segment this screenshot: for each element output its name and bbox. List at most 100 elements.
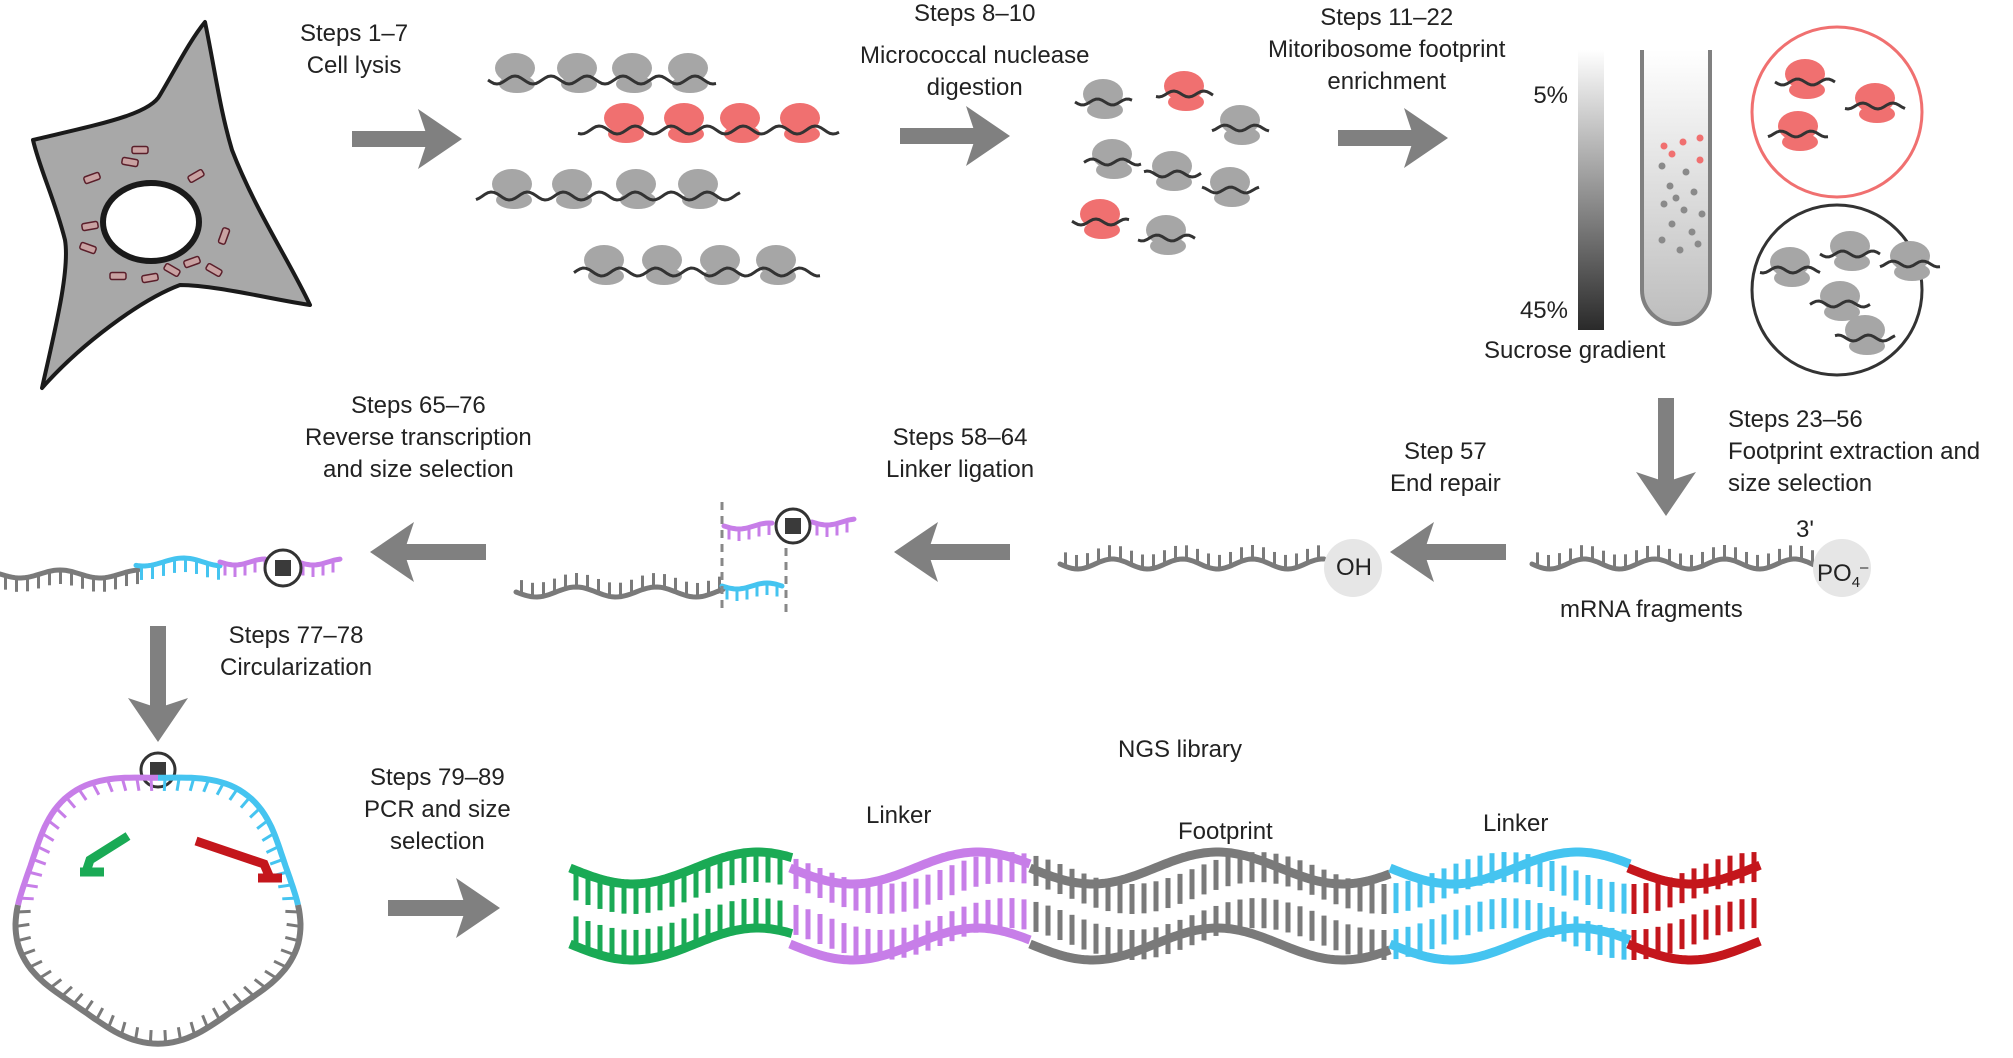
ribosome-large-subunit [720, 103, 760, 133]
cdna-purple-a [217, 556, 268, 568]
footprint-mrna [1767, 129, 1829, 139]
circle-base [21, 948, 36, 957]
circularized-cdna [12, 774, 304, 1047]
library-segment [568, 847, 794, 965]
footprint-mrna [1211, 123, 1270, 133]
monosome [1137, 215, 1196, 255]
mitoribosome-particle [1679, 138, 1687, 146]
circle-base [269, 857, 284, 866]
step-range: Steps 77–78 [228, 622, 364, 649]
circle-base [256, 819, 269, 830]
arrow-to-ligation [894, 522, 1010, 582]
mrna [487, 74, 717, 86]
ribosome-large-subunit [495, 53, 535, 83]
cytoribosome [1820, 281, 1860, 321]
phosphate-text: PO [1817, 560, 1852, 587]
monosome [1074, 79, 1133, 119]
blue-linker-strand [719, 580, 785, 592]
library-bottom-strand [568, 923, 794, 965]
arrow-head [966, 106, 1010, 166]
arrow-shaft [388, 900, 466, 916]
arrow-to-end-repair [1390, 522, 1506, 582]
step-range: Steps 11–22 [1320, 4, 1454, 31]
circle-base [273, 959, 288, 969]
mitoribosome-particle [1696, 156, 1704, 164]
monosome [1143, 151, 1202, 191]
mitochondrion [187, 168, 205, 184]
circle-base [285, 909, 300, 914]
library-title: NGS library [1118, 736, 1243, 763]
arrow-to-monosomes [900, 106, 1010, 166]
step-label-pcr: Steps 79–89 PCR and size selection [364, 762, 511, 858]
rna-strands [0, 516, 1817, 601]
arrow-to-polysomes [352, 109, 462, 169]
phosphate-label: PO4– [1817, 552, 1868, 599]
arrow-head [128, 698, 188, 742]
gradient-top-label: 5% [1533, 82, 1568, 109]
cytoribosome-particle [1668, 220, 1676, 228]
footprint-mrna [1143, 169, 1202, 179]
footprint-mrna [1879, 259, 1941, 269]
library-label-linker-3: Linker [1483, 810, 1549, 837]
mitochondrion [79, 241, 97, 255]
blocked-end-marker-rt [263, 548, 303, 588]
cytoribosome-particle [1658, 162, 1666, 170]
polysome [573, 245, 821, 285]
polysome [487, 53, 717, 93]
library-segment [1028, 847, 1392, 965]
circle-base [278, 883, 293, 889]
arrow-head [1404, 108, 1448, 168]
mitochondrion [121, 156, 139, 168]
step-label-lysis: Steps 1–7 Cell lysis [300, 18, 408, 82]
footprint-mrna [1834, 333, 1896, 343]
circle-base [232, 992, 244, 1006]
circle-base [249, 807, 262, 819]
footprint-strand [513, 584, 726, 600]
ribosome-large-subunit [1092, 139, 1132, 169]
circle-base [265, 845, 280, 854]
gradient-scale-bar [1578, 50, 1604, 330]
library-segment [788, 847, 1032, 965]
ribosome-large-subunit [1830, 231, 1870, 261]
arrow-to-fragments [1636, 398, 1696, 516]
cytoribosome-particle [1690, 188, 1698, 196]
step-description: Mitoribosome footprint [1268, 36, 1506, 63]
polysome [577, 103, 840, 143]
arrow-head [894, 522, 938, 582]
ribosome-large-subunit [1146, 215, 1186, 245]
step-range: Step 57 [1404, 438, 1487, 465]
mitochondrion [205, 262, 223, 278]
mitoribosome-particle [1660, 142, 1668, 150]
monosome [1155, 71, 1214, 111]
cell-nucleus [100, 180, 202, 264]
tube-particles [1658, 134, 1706, 254]
circle-base [175, 777, 181, 792]
circle-base [282, 896, 297, 901]
circle-base [163, 1029, 168, 1044]
arrow-shaft [928, 544, 1010, 560]
step-range: Steps 58–64 [892, 424, 1028, 451]
arrow-head [456, 878, 500, 938]
circle-base [243, 985, 256, 998]
library-bottom-strand [1028, 923, 1392, 965]
mitoribosome-enrichment [1750, 25, 1941, 377]
cytoribosome-particle [1688, 228, 1696, 236]
ribosome-large-subunit [616, 169, 656, 199]
arrow-shaft [352, 131, 428, 147]
ribosome-small-subunit [1150, 237, 1186, 255]
process-arrows [128, 106, 1696, 938]
circle-base [54, 807, 67, 819]
phosphate-subscript: 4 [1851, 573, 1861, 591]
circle-base [16, 935, 32, 943]
ribosome-small-subunit [1782, 133, 1818, 151]
circle-base [72, 992, 84, 1006]
ribosome-small-subunit [1894, 263, 1930, 281]
circle-base [211, 1007, 221, 1021]
circle-base [83, 999, 94, 1013]
footprint-mrna [1844, 101, 1906, 111]
fraction-ribosomes [1759, 59, 1941, 355]
circle-base [286, 922, 301, 928]
arrow-head [1390, 522, 1434, 582]
cytoribosome [1146, 215, 1186, 255]
